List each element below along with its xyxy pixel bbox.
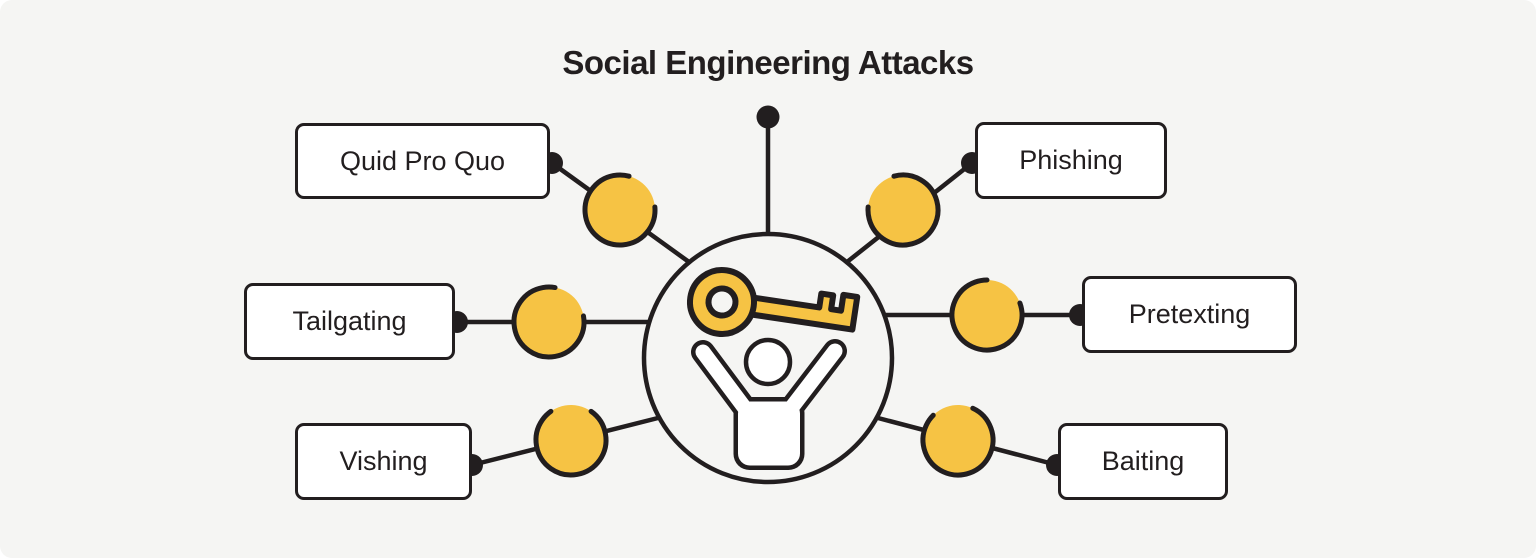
spoke-circles: [511, 172, 1025, 478]
person-left-arm: [695, 344, 755, 419]
spoke-circle-tailgating: [511, 284, 587, 360]
person-head: [743, 337, 793, 387]
node-box-quid-pro-quo: Quid Pro Quo: [295, 123, 550, 199]
person-right-arm: [781, 343, 843, 419]
spoke-circle-pretexting: [949, 277, 1025, 353]
spoke-circle-vishing: [533, 402, 609, 478]
node-box-pretexting: Pretexting: [1082, 276, 1297, 353]
page-title: Social Engineering Attacks: [562, 44, 974, 81]
junction-dot-top: [756, 105, 780, 129]
person-torso: [738, 401, 800, 466]
spoke-circle-phishing: [865, 172, 941, 248]
node-box-tailgating: Tailgating: [244, 283, 455, 360]
node-box-phishing: Phishing: [975, 122, 1167, 199]
spoke-circle-quid-pro-quo: [582, 172, 658, 248]
person-raising-arms-icon: [691, 337, 847, 470]
node-box-baiting: Baiting: [1058, 423, 1228, 500]
key-shaft: [747, 290, 861, 333]
key-bow-hole: [705, 285, 739, 319]
key-icon: [687, 267, 861, 337]
node-box-vishing: Vishing: [295, 423, 472, 500]
spoke-circle-baiting: [920, 402, 996, 478]
